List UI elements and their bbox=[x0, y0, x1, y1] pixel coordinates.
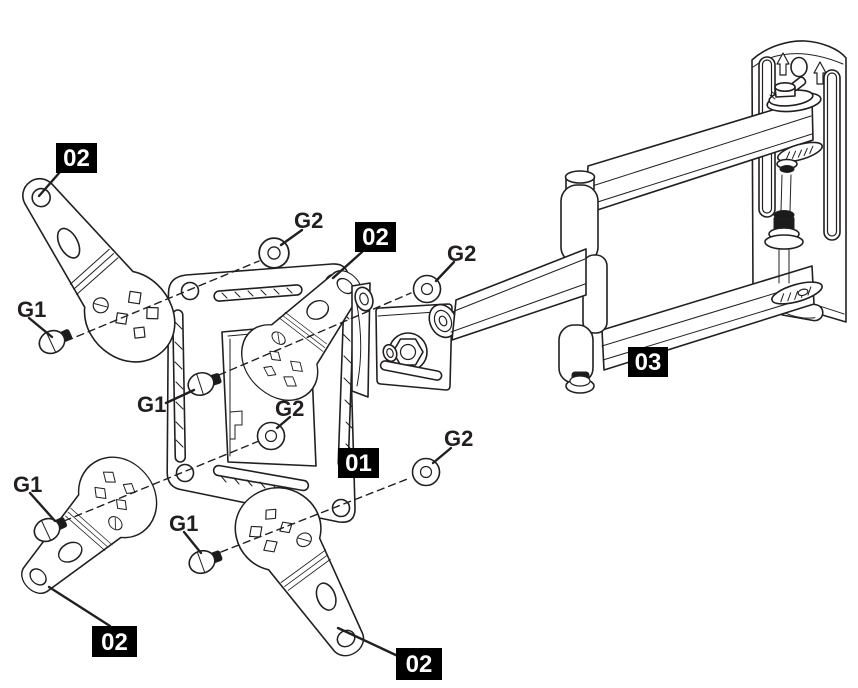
label-g1-top: G1 bbox=[17, 297, 46, 322]
tilt-bracket-bottom-left bbox=[0, 441, 175, 618]
nut-g2-center bbox=[256, 421, 286, 451]
tilt-bracket-top-left bbox=[0, 155, 193, 381]
label-02-top-left: 02 bbox=[56, 143, 97, 173]
elbow-hinge bbox=[558, 170, 608, 394]
assembly-axis-lines bbox=[63, 260, 412, 553]
label-02-upper: 02 bbox=[355, 222, 396, 252]
tilt-head bbox=[351, 282, 458, 398]
plate-slot-bottom bbox=[212, 464, 310, 494]
plate-slot-top bbox=[213, 284, 303, 302]
label-g2-center: G2 bbox=[275, 396, 304, 421]
tilt-head-slot bbox=[379, 360, 443, 381]
screw-g1-bottom bbox=[188, 549, 223, 575]
label-g1-bottom: G1 bbox=[169, 511, 198, 536]
label-g1-far-left: G1 bbox=[13, 472, 42, 497]
upper-arm-tongue bbox=[776, 141, 824, 163]
label-02-text: 02 bbox=[362, 224, 389, 251]
label-03-text: 03 bbox=[635, 349, 662, 376]
label-g2-right: G2 bbox=[447, 241, 476, 266]
plate-corner-hole bbox=[180, 281, 200, 301]
wall-plate-hole bbox=[790, 56, 808, 78]
inner-arm bbox=[450, 248, 587, 341]
label-02-text: 02 bbox=[101, 629, 128, 656]
label-g1-middle: G1 bbox=[137, 392, 166, 417]
wall-plate-fasteners bbox=[764, 76, 824, 305]
label-02-bottom-center: 02 bbox=[396, 648, 442, 680]
hex-bolt-black bbox=[764, 210, 804, 250]
label-01: 01 bbox=[338, 448, 379, 478]
elbow-bottom-nut bbox=[565, 371, 595, 394]
label-03: 03 bbox=[628, 347, 668, 377]
tilt-bracket-lower bbox=[219, 470, 392, 676]
label-g2-top: G2 bbox=[294, 208, 323, 233]
screw-g1-far-left bbox=[33, 517, 68, 543]
leader-lines bbox=[27, 170, 456, 659]
screw-g1-middle bbox=[187, 371, 222, 397]
nut-g2-right bbox=[412, 274, 442, 304]
label-02-bottom-left: 02 bbox=[92, 626, 137, 657]
plate-corner-hole bbox=[175, 463, 195, 483]
label-02-text: 02 bbox=[63, 145, 90, 172]
label-02-text: 02 bbox=[406, 651, 433, 678]
label-01-text: 01 bbox=[345, 450, 372, 477]
label-g2-bottom: G2 bbox=[444, 426, 473, 451]
lower-arm-tongue bbox=[771, 281, 823, 305]
nut-g2-bottom bbox=[411, 457, 441, 487]
plate-slot-left bbox=[171, 309, 187, 463]
